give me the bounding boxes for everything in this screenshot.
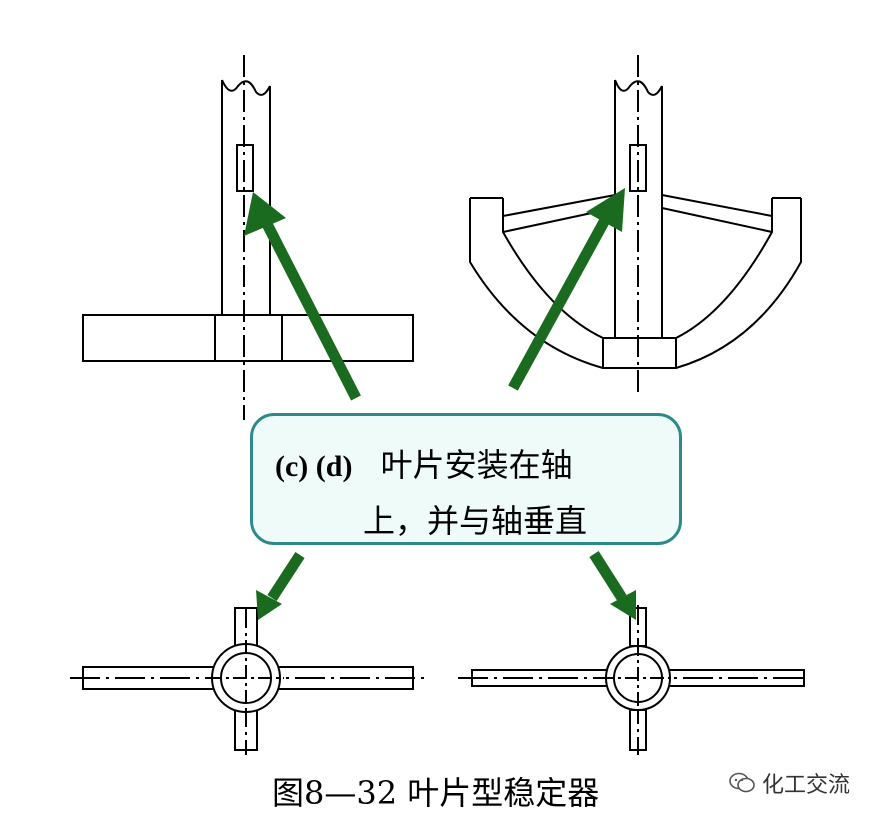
- arrowhead: [586, 188, 625, 232]
- callout-box: (c) (d) 叶片安装在轴 上，并与轴垂直: [250, 413, 682, 545]
- support-rod: [502, 194, 616, 217]
- arrowhead: [610, 590, 636, 620]
- support-rod: [661, 207, 773, 233]
- plan-view-right: [458, 605, 808, 755]
- plan-view-left: [70, 607, 430, 755]
- pointer-arrows: [244, 188, 636, 620]
- watermark: 化工交流: [728, 768, 850, 798]
- callout-line-1: (c) (d) 叶片安装在轴: [275, 440, 573, 486]
- callout-text-1: 叶片安装在轴: [380, 446, 573, 484]
- arrow-to-left-slot: [261, 219, 361, 401]
- view-c-shaft-with-flat-blade: [82, 55, 414, 420]
- watermark-text: 化工交流: [762, 773, 851, 798]
- callout-line-2: 上，并与轴垂直: [363, 502, 588, 540]
- curved-band-outer: [469, 198, 802, 369]
- view-d-shaft-with-curved-blade: [469, 55, 802, 395]
- key-slot: [629, 144, 647, 192]
- shaft-outline: [221, 79, 271, 315]
- arrow-to-left-plan: [267, 551, 305, 602]
- arrowhead: [256, 590, 282, 620]
- blade-plate: [82, 314, 414, 362]
- wechat-bubble-icon: [729, 772, 755, 793]
- support-rod: [661, 194, 773, 217]
- view-labels: (c) (d): [275, 450, 353, 483]
- key-slot: [236, 144, 254, 192]
- arrow-to-right-plan: [589, 551, 627, 601]
- arrow-to-right-slot: [508, 217, 610, 391]
- figure-caption: 图8—32 叶片型稳定器: [272, 774, 600, 812]
- curved-band-inner: [502, 198, 773, 339]
- arrowhead: [244, 192, 286, 236]
- hub-block: [602, 337, 677, 369]
